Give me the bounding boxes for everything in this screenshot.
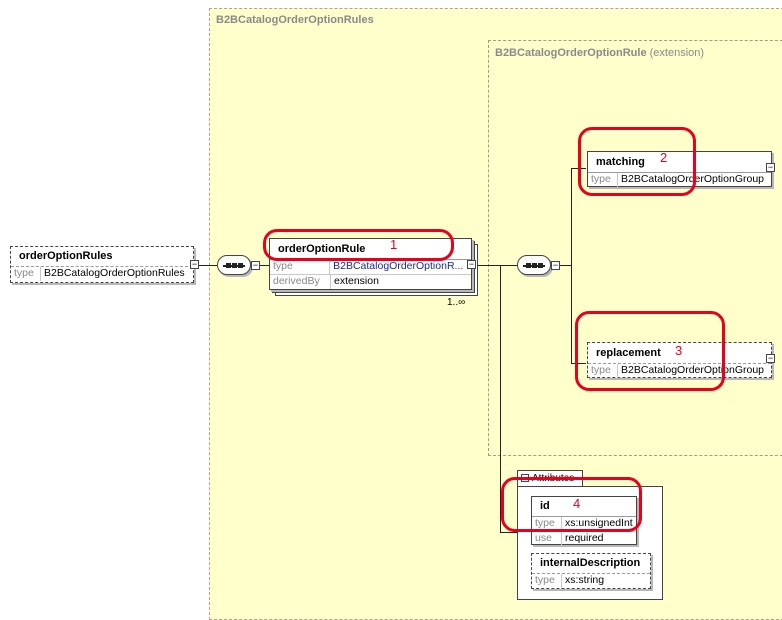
collapse-toggle[interactable]: − (467, 259, 476, 269)
extension-region: B2BCatalogOrderOptionRule (extension) (488, 40, 782, 456)
connector-line (199, 265, 217, 266)
extension-type-name: B2BCatalogOrderOptionRule (495, 47, 647, 59)
highlight-annotation (578, 127, 696, 196)
order-option-rule-box[interactable]: orderOptionRule type B2BCatalogOrderOpti… (269, 238, 472, 290)
connector-line (500, 532, 518, 533)
annotation-number: 3 (675, 343, 683, 358)
expand-toggle[interactable]: − (766, 353, 775, 363)
annotation-number: 1 (390, 237, 398, 252)
element-name: matching (588, 152, 771, 173)
annotation-number: 4 (573, 496, 581, 511)
connector-line (571, 168, 572, 364)
highlight-annotation (575, 311, 725, 391)
type-value: B2BCatalogOrderOptionRules (44, 267, 185, 279)
derived-value: extension (334, 275, 379, 287)
type-key: type (532, 574, 562, 588)
type-row: type xs:unsignedInt (532, 517, 636, 531)
sequence-compositor[interactable] (517, 255, 551, 275)
collapse-toggle[interactable]: − (551, 260, 560, 270)
use-row: use required (532, 531, 636, 546)
type-value: xs:unsignedInt (565, 517, 633, 529)
attribute-name: internalDescription (532, 554, 650, 574)
extension-title: B2BCatalogOrderOptionRule (extension) (495, 47, 704, 59)
type-value: B2BCatalogOrderOptionGroup (621, 173, 764, 185)
type-row: type B2BCatalogOrderOptionGroup (588, 173, 771, 187)
connector-line (571, 363, 586, 364)
derived-row: derivedBy extension (270, 274, 471, 289)
connector-line (500, 265, 501, 533)
connector-line (260, 265, 270, 266)
root-element-box[interactable]: orderOptionRules type B2BCatalogOrderOpt… (10, 246, 194, 283)
type-key: type (270, 260, 331, 274)
type-key: type (11, 267, 41, 281)
annotation-number: 2 (660, 150, 668, 165)
type-value[interactable]: B2BCatalogOrderOptionR... (333, 260, 464, 272)
connector-line (560, 265, 572, 266)
matching-element-box[interactable]: matching type B2BCatalogOrderOptionGroup (587, 151, 772, 187)
type-row: type B2BCatalogOrderOptionGroup (588, 364, 771, 378)
use-value: required (565, 532, 604, 544)
type-key: type (588, 173, 618, 187)
type-row: type xs:string (532, 574, 650, 588)
element-name: replacement (588, 343, 771, 364)
replacement-element-box[interactable]: replacement type B2BCatalogOrderOptionGr… (587, 342, 772, 378)
type-key: type (532, 517, 562, 531)
derived-key: derivedBy (270, 275, 331, 289)
type-value: B2BCatalogOrderOptionGroup (621, 364, 764, 376)
collapse-toggle[interactable]: − (251, 260, 260, 270)
connector-line (478, 265, 518, 266)
use-key: use (532, 532, 562, 546)
region-title: B2BCatalogOrderOptionRules (216, 14, 374, 26)
type-value: xs:string (565, 574, 605, 586)
attribute-name: id (532, 497, 636, 517)
highlight-annotation (263, 229, 454, 261)
type-row: type B2BCatalogOrderOptionRules (11, 267, 193, 281)
type-key: type (588, 364, 618, 378)
extension-qualifier: (extension) (649, 47, 705, 59)
highlight-annotation (501, 477, 642, 532)
sequence-compositor[interactable] (217, 255, 251, 275)
expand-toggle[interactable]: − (766, 162, 775, 172)
internal-description-attribute-box[interactable]: internalDescription type xs:string (531, 553, 651, 589)
element-name: orderOptionRules (11, 247, 193, 267)
collapse-toggle[interactable]: − (190, 259, 199, 269)
cardinality-label: 1..∞ (447, 297, 466, 308)
type-row: type B2BCatalogOrderOptionR... (270, 260, 471, 274)
